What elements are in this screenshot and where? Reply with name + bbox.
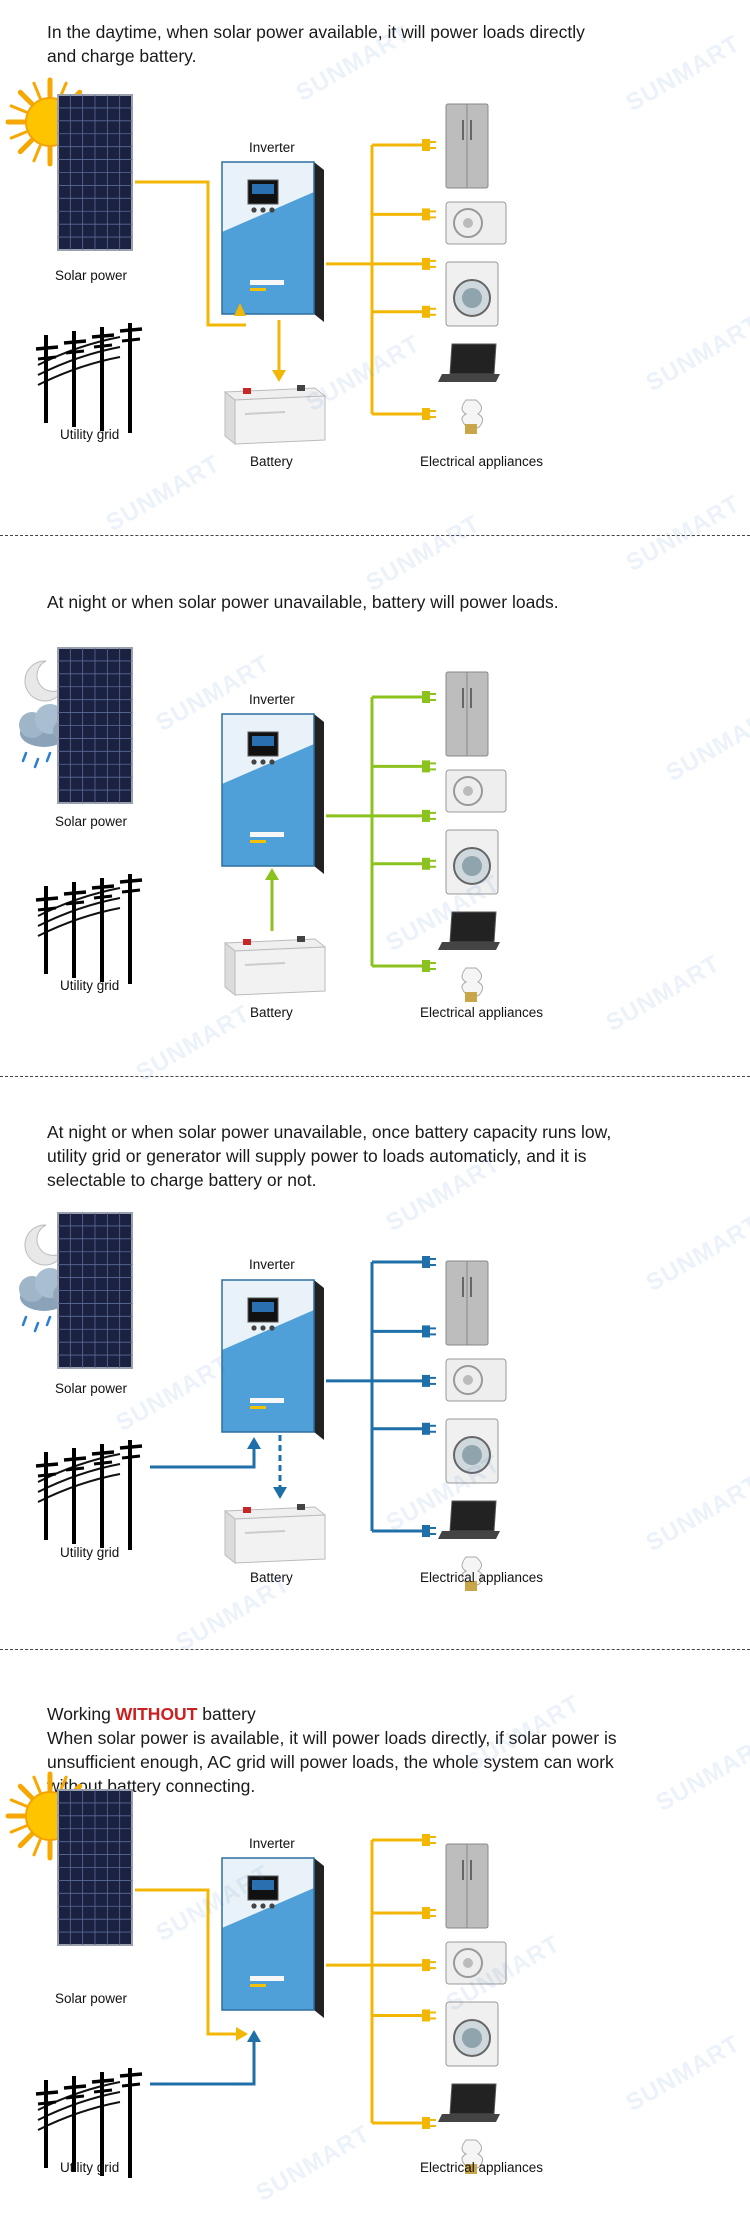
load-lines: [326, 1834, 436, 2129]
solar-panel-icon: [57, 94, 133, 251]
utility-grid-label: Utility grid: [60, 2160, 120, 2175]
scene-2-diagram: [19, 647, 507, 1002]
battery-icon: [223, 1504, 327, 1565]
appliances-label: Electrical appliances: [420, 454, 544, 469]
scene-without-battery: Working WITHOUT battery When solar power…: [0, 1650, 750, 2216]
solar-power-label: Solar power: [55, 1991, 128, 2006]
battery-charge-dashed-line: [273, 1435, 287, 1499]
utility-pole-icon: [35, 2068, 143, 2178]
battery-label: Battery: [250, 1005, 293, 1020]
solar-panel-icon: [57, 647, 133, 804]
inverter-icon: [221, 1279, 324, 1440]
solar-flow-line: [135, 180, 246, 327]
section-divider: [0, 1649, 750, 1650]
solar-power-label: Solar power: [55, 814, 128, 829]
appliance-column: [438, 671, 507, 1002]
solar-panel-icon: [57, 1789, 133, 1946]
solar-panel-icon: [57, 1212, 133, 1369]
scene-4-diagram: [5, 1771, 507, 2178]
battery-discharge-line: [265, 868, 279, 931]
inverter-icon: [221, 713, 324, 874]
utility-grid-label: Utility grid: [60, 978, 120, 993]
inverter-icon: [221, 1857, 324, 2018]
scene-daytime: In the daytime, when solar power availab…: [0, 0, 750, 535]
utility-grid-label: Utility grid: [60, 427, 120, 442]
load-lines: [326, 139, 436, 420]
appliances-label: Electrical appliances: [420, 1005, 544, 1020]
inverter-label: Inverter: [249, 692, 295, 707]
utility-grid-label: Utility grid: [60, 1545, 120, 1560]
inverter-label: Inverter: [249, 140, 295, 155]
inverter-label: Inverter: [249, 1836, 295, 1851]
appliances-label: Electrical appliances: [420, 2160, 544, 2175]
load-lines: [326, 691, 436, 972]
battery-icon: [223, 936, 327, 997]
load-lines: [326, 1256, 436, 1537]
appliance-column: [438, 1260, 507, 1591]
solar-flow-line: [135, 1888, 248, 2041]
solar-power-label: Solar power: [55, 268, 128, 283]
section-divider: [0, 535, 750, 536]
appliances-label: Electrical appliances: [420, 1570, 544, 1585]
scene-1-diagram: [5, 77, 507, 446]
inverter-icon: [221, 161, 324, 322]
appliance-column: [438, 103, 507, 434]
scene-night-grid: At night or when solar power unavailable…: [0, 1077, 750, 1649]
section-divider: [0, 1076, 750, 1077]
scene-3-description: At night or when solar power unavailable…: [47, 1122, 612, 1190]
scene-4-title: Working WITHOUT battery: [47, 1704, 256, 1724]
scene-night-battery: At night or when solar power unavailable…: [0, 536, 750, 1076]
inverter-label: Inverter: [249, 1257, 295, 1272]
solar-power-label: Solar power: [55, 1381, 128, 1396]
battery-label: Battery: [250, 1570, 293, 1585]
without-emphasis: WITHOUT: [115, 1704, 198, 1724]
scene-3-diagram: [19, 1212, 507, 1591]
utility-pole-icon: [35, 323, 143, 433]
utility-pole-icon: [35, 1440, 143, 1550]
scene-2-description: At night or when solar power unavailable…: [47, 592, 559, 612]
battery-charge-line: [272, 320, 286, 382]
battery-icon: [223, 385, 327, 446]
scene-1-description: In the daytime, when solar power availab…: [47, 22, 585, 66]
utility-pole-icon: [35, 874, 143, 984]
grid-flow-line: [150, 2030, 261, 2086]
grid-flow-line: [150, 1437, 261, 1469]
battery-label: Battery: [250, 454, 293, 469]
appliance-column: [438, 1843, 507, 2174]
